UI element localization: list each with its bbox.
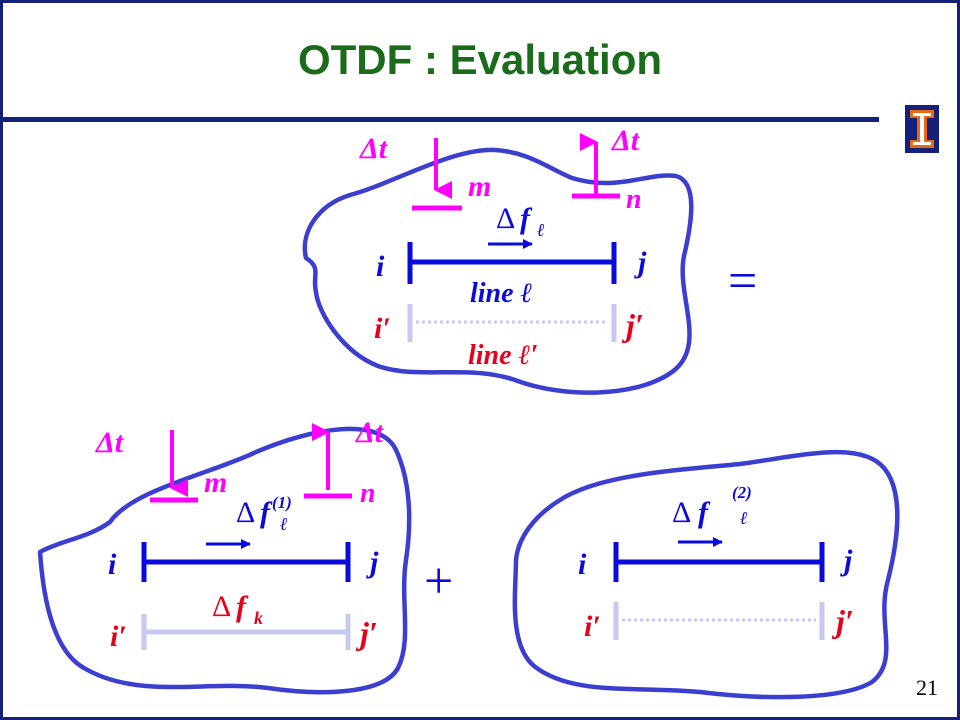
slide-title: OTDF : Evaluation xyxy=(297,36,662,83)
top-line-prime-label: line ℓ′ xyxy=(468,340,538,371)
top-region-outline xyxy=(302,147,694,395)
bottom-left-node-i-prime: i′ xyxy=(110,620,127,653)
top-node-m: m xyxy=(468,170,491,203)
bottom-right-node-i: i xyxy=(578,548,587,581)
bottom-left-flow-sup: (1) xyxy=(272,493,292,512)
bottom-left-node-m: m xyxy=(204,466,227,499)
university-logo-icon xyxy=(905,105,939,153)
bottom-right-node-j-prime: j′ xyxy=(831,603,854,639)
top-flow-f: f xyxy=(520,202,533,235)
top-node-i-prime: i′ xyxy=(374,312,391,345)
bottom-right-flow-f: f xyxy=(698,496,711,529)
bottom-left-region-outline xyxy=(37,426,412,695)
bottom-left-node-n: n xyxy=(360,478,376,509)
bottom-left-delta-t-right: Δt xyxy=(355,416,385,449)
bottom-left-node-i: i xyxy=(108,548,117,581)
title-underline xyxy=(3,117,879,122)
bottom-right-flow-delta: Δ xyxy=(672,496,691,529)
bottom-left-delta-t-left: Δt xyxy=(95,426,125,459)
top-node-i: i xyxy=(376,250,385,283)
top-node-n: n xyxy=(626,184,642,215)
bottom-right-flow-sub: ℓ xyxy=(740,508,748,528)
top-line-label: line ℓ xyxy=(470,278,533,309)
top-flow-delta: Δ xyxy=(496,202,515,235)
bottom-right-region-outline xyxy=(512,449,900,700)
bottom-left-flow-sub: ℓ xyxy=(280,514,288,534)
bottom-left-node-j: j xyxy=(366,546,379,579)
top-diagram: Δt Δt m n Δ f ℓ i j line ℓ i′ j′ line ℓ′ xyxy=(302,124,694,395)
bottom-right-diagram: Δ f (2) ℓ i j i′ j′ xyxy=(512,449,900,700)
equals-sign: = xyxy=(728,253,757,310)
bottom-right-node-j: j xyxy=(840,544,853,577)
top-flow-sub: ℓ xyxy=(537,220,545,240)
bottom-left-fk-sub: k xyxy=(254,608,263,628)
top-node-j-prime: j′ xyxy=(621,307,644,343)
bottom-left-fk-delta: Δ xyxy=(212,590,231,623)
top-node-j: j xyxy=(634,246,647,279)
bottom-right-node-i-prime: i′ xyxy=(584,610,601,643)
page-number: 21 xyxy=(916,675,938,700)
bottom-left-flow-delta: Δ xyxy=(236,496,255,529)
bottom-left-node-j-prime: j′ xyxy=(355,615,378,651)
bottom-left-flow-f: f xyxy=(260,496,273,529)
bottom-left-diagram: Δt Δt m n Δ f (1) ℓ i j Δ f k i′ j′ xyxy=(37,416,412,695)
top-delta-t-right: Δt xyxy=(611,124,641,157)
plus-sign: + xyxy=(424,553,453,610)
bottom-right-flow-sup: (2) xyxy=(732,483,752,502)
bottom-left-fk-f: f xyxy=(236,590,249,623)
top-delta-t-left: Δt xyxy=(359,132,389,165)
